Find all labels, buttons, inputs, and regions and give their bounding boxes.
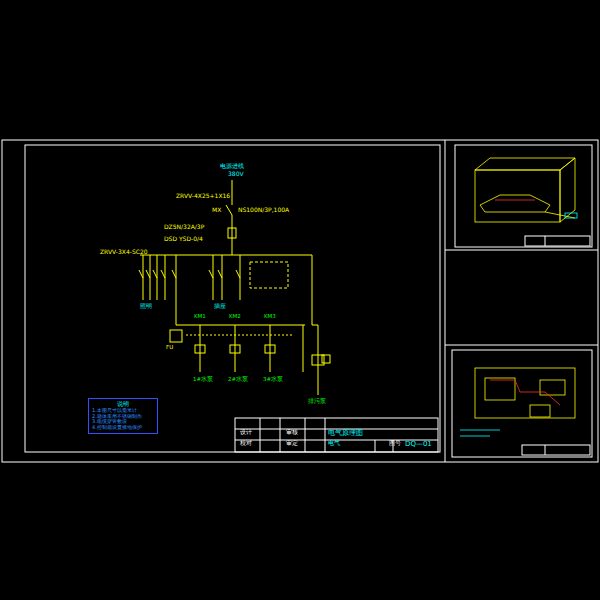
circuit-label: KM2 bbox=[229, 313, 241, 319]
circuit-label: 3#水泵 bbox=[263, 376, 283, 382]
circuit-label: KM3 bbox=[264, 313, 276, 319]
circuit-label: 照明 bbox=[140, 303, 152, 309]
title-cell-text: 图号 bbox=[389, 440, 401, 447]
circuit-label: NS100N/3P,100A bbox=[238, 207, 289, 214]
circuit-label: ZRVV-4X25+1X16 bbox=[176, 193, 230, 200]
circuit-label: KM1 bbox=[194, 313, 206, 319]
circuit-label: MX bbox=[212, 207, 221, 214]
circuit-label: DZ5N/32A/3P bbox=[164, 224, 204, 231]
title-cell-text: 审核 bbox=[286, 429, 298, 436]
title-cell-text: 设计 bbox=[240, 429, 252, 436]
circuit-label: 插座 bbox=[214, 303, 226, 309]
title-cell-text: 电气 bbox=[328, 440, 340, 447]
circuit-label: 电源进线 bbox=[220, 163, 244, 170]
notes-box: 说明1.本图尺寸以毫米计2.箱体采用不锈钢制作3.电缆穿管敷设4.控制箱设置接地… bbox=[88, 398, 158, 434]
title-cell-text: DQ—01 bbox=[405, 440, 432, 448]
title-block: 设计 审核校对 审定 电气原理图电气 图号 DQ—01 bbox=[235, 418, 438, 452]
circuit-label: ZRVV-3X4-SC20 bbox=[100, 249, 148, 256]
circuit-label: 380V bbox=[228, 171, 244, 178]
note-text: 4.控制箱设置接地保护 bbox=[92, 425, 154, 431]
circuit-label: FU bbox=[166, 344, 173, 350]
title-cell-text: 校对 bbox=[240, 440, 252, 447]
title-cell-text: 审定 bbox=[286, 440, 298, 447]
circuit-label: 2#水泵 bbox=[228, 376, 248, 382]
circuit-label: 1#水泵 bbox=[193, 376, 213, 382]
note-text: 说明 bbox=[92, 401, 154, 408]
circuit-label: 排污泵 bbox=[308, 398, 326, 404]
title-cell-text: 电气原理图 bbox=[328, 429, 363, 437]
circuit-label: DSD YSD-0/4 bbox=[164, 236, 203, 243]
